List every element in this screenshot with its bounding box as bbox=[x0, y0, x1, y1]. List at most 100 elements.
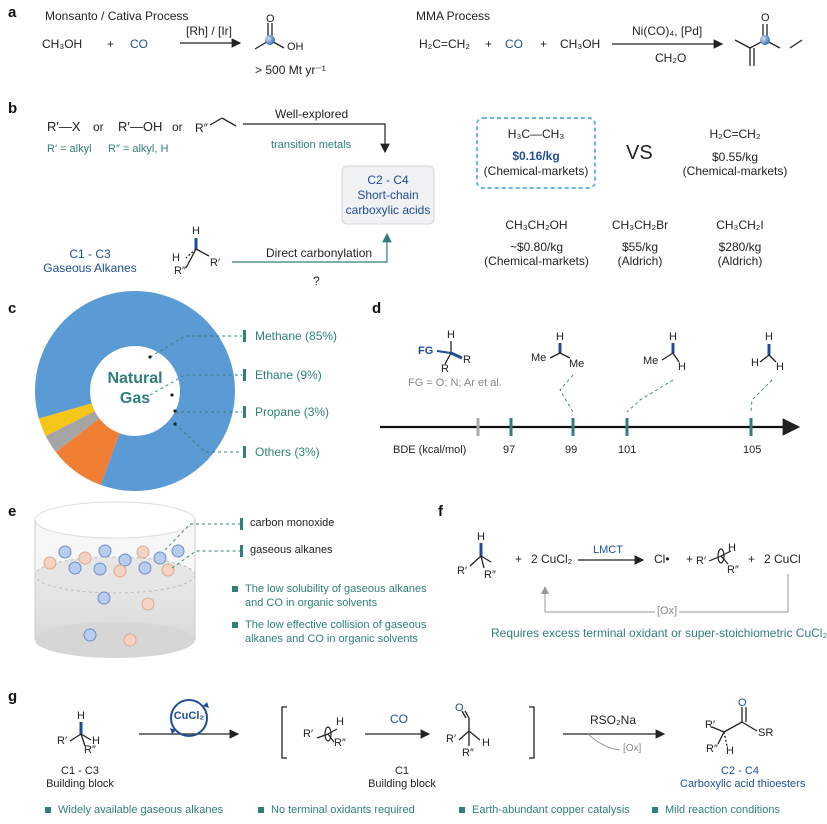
tick-label: 97 bbox=[503, 444, 516, 456]
ethane-source: (Chemical-markets) bbox=[483, 164, 589, 178]
donut-center-label: Gas bbox=[119, 390, 151, 407]
gaseous-alkanes-label: gaseous alkanes bbox=[250, 544, 333, 556]
donut-slice-2 bbox=[45, 411, 100, 452]
ethanol-formula: CH₃CH₂OH bbox=[505, 218, 568, 232]
mma-title: MMA Process bbox=[416, 9, 491, 23]
sulfinate-reagent: RSO₂Na bbox=[590, 713, 637, 727]
atom-h: H bbox=[556, 331, 564, 343]
axis-label: BDE (kcal/mol) bbox=[393, 444, 467, 456]
donut-center-label: Natural bbox=[107, 370, 163, 387]
chlorine-radical: Cl• bbox=[654, 552, 670, 566]
legend-others: Others (3%) bbox=[255, 445, 320, 459]
atom-r1: R′ bbox=[57, 735, 68, 747]
atom-r2: R″ bbox=[174, 265, 186, 277]
methanol: CH₃OH bbox=[42, 37, 83, 51]
atom-me: Me bbox=[643, 355, 659, 367]
legend-propane: Propane (3%) bbox=[255, 405, 330, 419]
ethane-formula: H₃C—CH₃ bbox=[507, 127, 565, 141]
monsanto-catalyst: [Rh] / [Ir] bbox=[186, 24, 233, 38]
direct-carbonylation-arrow bbox=[232, 232, 392, 263]
panel-label-g: g bbox=[8, 688, 18, 705]
direct-carbonylation-label: Direct carbonylation bbox=[266, 246, 373, 260]
legend-markers bbox=[243, 330, 246, 458]
mma-structure bbox=[734, 24, 803, 66]
thioester-label: Carboxylic acid thioesters bbox=[680, 778, 806, 790]
atom-h: H bbox=[669, 331, 677, 343]
point-1: The low solubility of gaseous alkanes an… bbox=[232, 582, 427, 610]
point-2-line-2: alkanes and CO in organic solvents bbox=[245, 633, 419, 645]
atom-o: O bbox=[738, 697, 747, 709]
panel-label-c: c bbox=[8, 300, 17, 317]
atom-r1: R′ bbox=[705, 719, 716, 731]
bde-ticks bbox=[476, 418, 753, 436]
atom-h: H bbox=[92, 735, 100, 747]
c1-label: C1 bbox=[394, 765, 410, 777]
cylinder-legend-markers bbox=[240, 518, 243, 557]
atom-h: H bbox=[728, 542, 736, 554]
natural-gas-donut bbox=[35, 291, 235, 491]
atom-me: Me bbox=[569, 358, 585, 370]
ester-o: O bbox=[761, 12, 770, 24]
acid-o: O bbox=[266, 13, 275, 25]
acid-oh: OH bbox=[287, 41, 304, 53]
ethyl-bromide-price: $55/kg bbox=[621, 240, 659, 254]
ethane-highlight-box bbox=[476, 117, 596, 189]
plus: + bbox=[485, 37, 493, 51]
fg-definition: FG = O; N; Ar et al. bbox=[408, 377, 502, 389]
cucl2-reagent: 2 CuCl₂ bbox=[531, 552, 573, 566]
c1-c3-label: C1 - C3 bbox=[69, 247, 111, 261]
lmct-label: LMCT bbox=[593, 544, 623, 556]
donut-slice-1 bbox=[55, 418, 120, 485]
feature-item: Widely available gaseous alkanes bbox=[45, 805, 223, 816]
atom-h: H bbox=[776, 361, 784, 373]
building-block-label: Building block bbox=[46, 778, 114, 790]
tick-label: 101 bbox=[618, 444, 637, 456]
atom-o: O bbox=[455, 702, 464, 714]
oxidant-label: [Ox] bbox=[655, 605, 680, 617]
radical-g bbox=[316, 726, 338, 743]
atom-r1: R′ bbox=[446, 733, 457, 745]
carbon-monoxide: CO bbox=[505, 37, 523, 51]
requirement-note: Requires excess terminal oxidant or supe… bbox=[491, 626, 827, 640]
co-label: carbon monoxide bbox=[250, 517, 335, 529]
radical-f bbox=[708, 548, 732, 565]
atom-h: H bbox=[477, 531, 485, 543]
donut-leader-lines bbox=[149, 335, 242, 453]
donut-dots bbox=[148, 355, 177, 426]
donut-slice-0 bbox=[35, 291, 235, 491]
atom-h: H bbox=[192, 225, 200, 237]
ethylene: H₂C=CH₂ bbox=[419, 37, 470, 51]
plus: + bbox=[107, 37, 115, 51]
atom-r2: R″ bbox=[484, 569, 496, 581]
ethyl-iodide-price: $280/kg bbox=[718, 240, 762, 254]
bullet-icon bbox=[232, 622, 238, 629]
ethyl-bromide-formula: CH₃CH₂Br bbox=[611, 218, 669, 232]
ethyl-bromide-source: (Aldrich) bbox=[617, 254, 663, 268]
c2-c4-label: C2 - C4 bbox=[721, 765, 759, 777]
alcohol: R′—OH bbox=[118, 119, 163, 134]
atom-h: H bbox=[482, 737, 490, 749]
atom-h: H bbox=[172, 252, 180, 264]
alkyl-halide: R′—X bbox=[47, 119, 81, 134]
atom-r1: R′ bbox=[210, 257, 221, 269]
atom-h: H bbox=[751, 357, 759, 369]
legend-ethane: Ethane (9%) bbox=[255, 368, 322, 382]
panel-label-e: e bbox=[8, 503, 17, 520]
formaldehyde: CH₂O bbox=[655, 51, 687, 65]
box-title: C2 - C4 bbox=[367, 173, 409, 187]
mma-catalyst: Ni(CO)₄, [Pd] bbox=[632, 24, 703, 38]
plus: + bbox=[748, 552, 756, 566]
substrate-f bbox=[469, 543, 492, 569]
donut-slice-3 bbox=[38, 403, 95, 437]
atom-r2: R″ bbox=[727, 564, 739, 576]
feature-text: Mild reaction conditions bbox=[665, 804, 780, 816]
monsanto-title: Monsanto / Cativa Process bbox=[45, 9, 189, 23]
panel-label-b: b bbox=[8, 100, 18, 117]
r2-definition: R″ = alkyl, H bbox=[108, 143, 169, 155]
box-subtitle: carboxylic acids bbox=[345, 203, 431, 217]
bullet-icon bbox=[258, 807, 264, 814]
atom-r2: R″ bbox=[706, 743, 718, 755]
cylinder-leaders bbox=[164, 523, 240, 569]
atom-r1: R′ bbox=[457, 565, 468, 577]
